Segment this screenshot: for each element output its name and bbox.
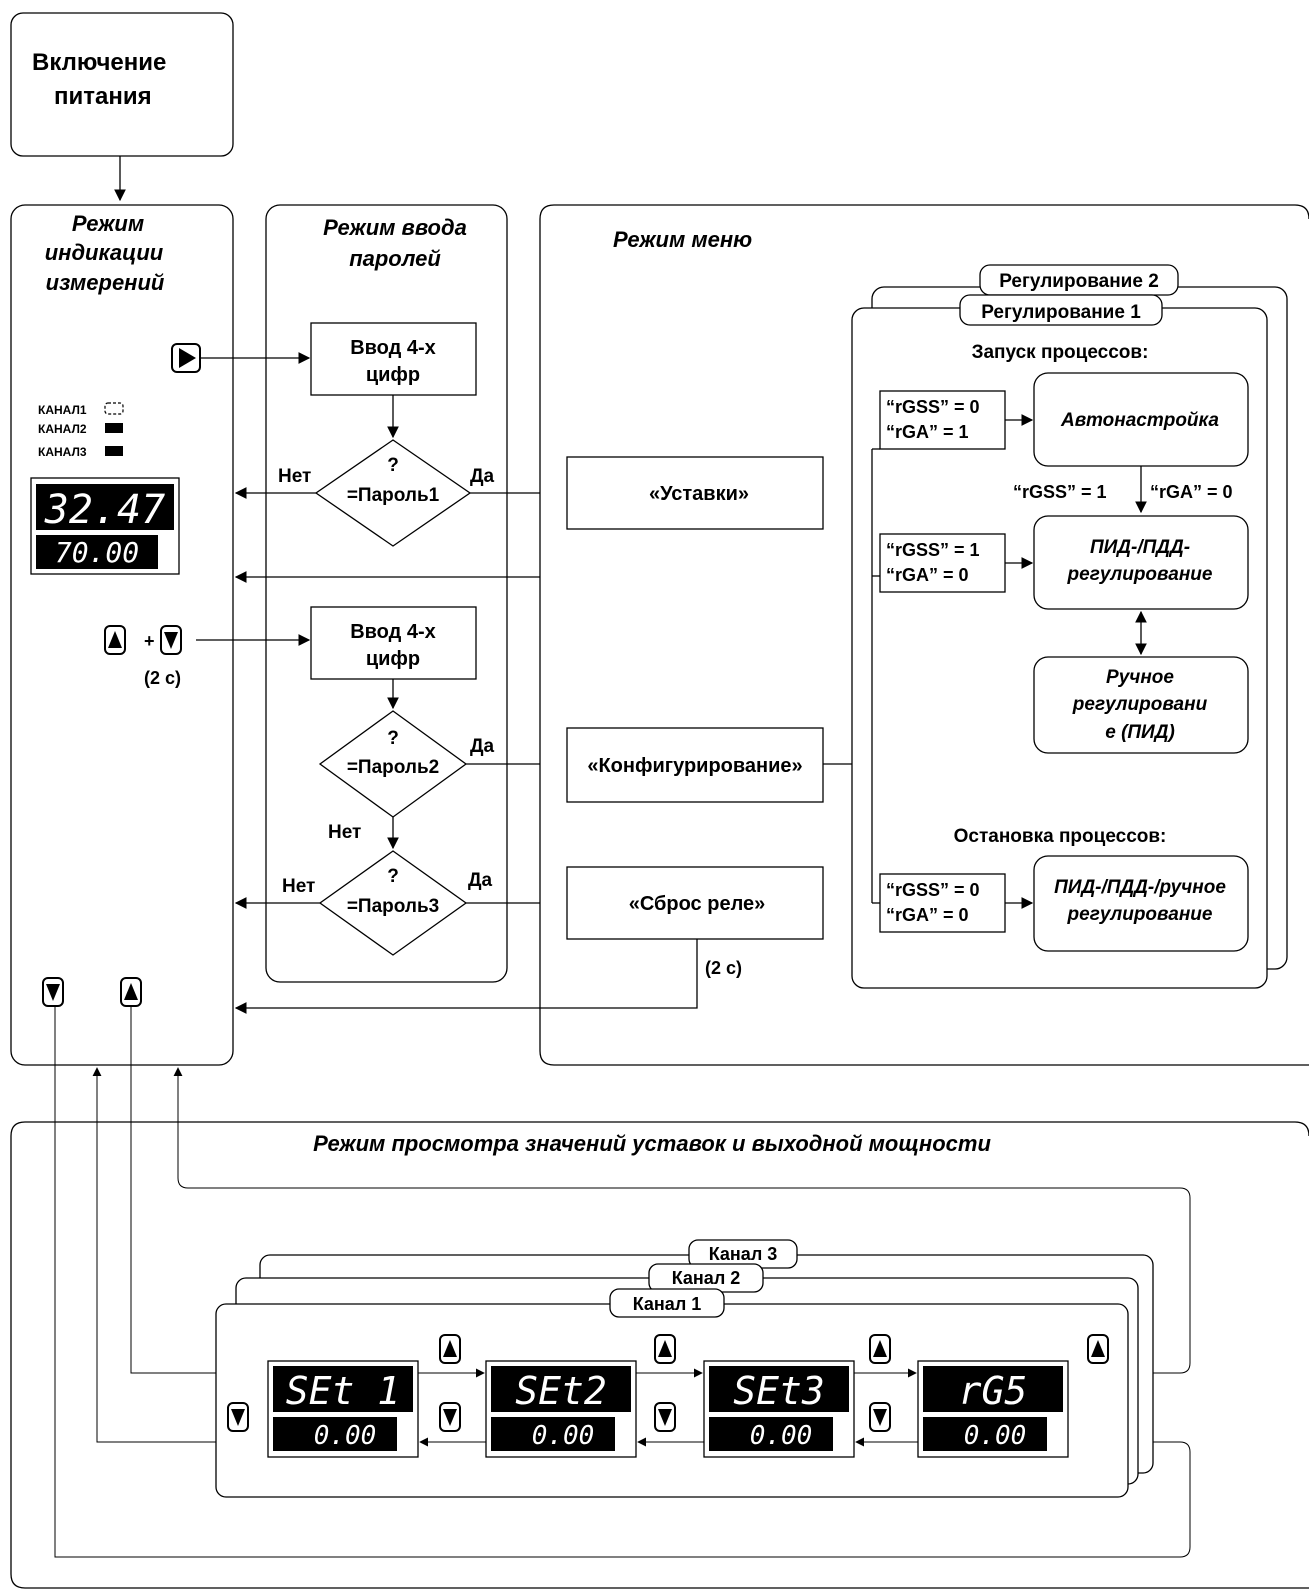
set1-up-button[interactable] [439,1334,461,1364]
rgs-up-button[interactable] [1087,1334,1109,1364]
config-box[interactable] [566,727,824,803]
set2-up-button[interactable] [654,1334,676,1364]
cond1a: “rGSS” = 0 [886,397,980,417]
menu-title: Режим меню [613,227,752,252]
regulation-tab-2-label: Регулирование 2 [999,271,1159,292]
password3-decision [318,850,468,956]
display-top-value: 32.47 [44,487,165,533]
transition-a: “rGSS” = 1 [1013,482,1107,502]
indication-up-button[interactable] [120,977,142,1007]
pw2-label: =Пароль2 [347,757,439,778]
display-set1-bottom: 0.00 [314,1421,377,1451]
transition-b: “rGA” = 0 [1150,482,1233,502]
display-set3-top: SEt3 [733,1369,825,1413]
manual-box [1033,656,1249,754]
pw3-no-label: Нет [282,876,315,897]
pw3-label: =Пароль3 [347,896,439,917]
cond2a: “rGSS” = 1 [886,540,980,560]
reset-hold-label: (2 с) [705,958,742,978]
indication-down-button[interactable] [42,977,64,1007]
display-set3: SEt3 0.00 [703,1360,855,1458]
pw2-yes-label: Да [470,736,495,757]
cond1b: “rGA” = 1 [886,422,969,442]
channel-tab-2-label: Канал 2 [672,1268,741,1288]
start-processes-title: Запуск процессов: [972,342,1149,363]
stop-box [1033,855,1249,952]
indicator-ch2-label: КАНАЛ2 [38,422,87,436]
config-label: «Конфигурирование» [587,755,802,777]
password1-decision [314,439,472,547]
right-arrow-button[interactable] [171,343,201,373]
led-ch2-icon [105,423,123,433]
reset-label: «Сброс реле» [629,893,766,915]
display-rgs: rG5 0.00 [917,1360,1069,1458]
pw1-yes-label: Да [470,466,495,487]
cond2b: “rGA” = 0 [886,565,969,585]
display-set2-top: SEt2 [515,1369,607,1413]
display-bottom-value: 70.00 [55,536,139,569]
cond3b: “rGA” = 0 [886,905,969,925]
pw1-no-label: Нет [278,466,311,487]
display-set3-bottom: 0.00 [750,1421,813,1451]
hold-2s-label: (2 с) [144,668,181,688]
set1-down-button[interactable] [227,1402,249,1432]
pw3-yes-label: Да [468,870,493,891]
regulation-tab-1-label: Регулирование 1 [981,302,1141,323]
hold-up-button[interactable] [104,625,126,655]
display-set1-top: SEt 1 [286,1369,400,1413]
indicator-ch1-label: КАНАЛ1 [38,403,87,417]
set2-down-button[interactable] [439,1402,461,1432]
hold-plus-label: + [144,631,155,651]
pw1-label: =Пароль1 [347,485,440,506]
channel-tab-1-label: Канал 1 [633,1294,702,1314]
view-title: Режим просмотра значений уставок и выход… [313,1131,991,1156]
display-set2: SEt2 0.00 [485,1360,637,1458]
regulation-tab-1[interactable] [959,294,1163,326]
display-rgs-top: rG5 [959,1369,1028,1413]
condition-box-1 [879,390,1006,450]
pw2-q: ? [387,728,399,749]
enter-digits-box-1 [310,322,477,396]
main-display: 32.47 70.00 [30,477,180,575]
pid-box [1033,515,1249,610]
power-on-box [10,12,234,157]
setpoints-box[interactable] [566,456,824,530]
pw3-q: ? [387,866,399,887]
pw1-q: ? [387,455,399,476]
display-set2-bottom: 0.00 [532,1421,595,1451]
hold-down-button[interactable] [160,625,182,655]
set3-up-button[interactable] [869,1334,891,1364]
condition-box-3 [879,873,1006,933]
reset-box[interactable] [566,866,824,940]
channel-tab-3-label: Канал 3 [709,1244,778,1264]
enter-digits-box-2 [310,606,477,680]
setpoints-label: «Уставки» [649,483,749,505]
pw2-no-label: Нет [328,822,361,843]
indicator-ch3-label: КАНАЛ3 [38,445,87,459]
set3-down-button[interactable] [654,1402,676,1432]
led-ch1-icon [104,402,124,415]
stop-processes-title: Остановка процессов: [954,826,1167,847]
cond3a: “rGSS” = 0 [886,880,980,900]
password-panel [265,204,508,983]
display-rgs-bottom: 0.00 [964,1421,1027,1451]
condition-box-2 [879,533,1006,593]
pid-label: ПИД-/ПДД-регулирование [1067,537,1213,585]
channel-tab-1[interactable] [609,1288,725,1318]
led-ch3-icon [105,446,123,456]
display-set1: SEt 1 0.00 [267,1360,419,1458]
rgs-down-button[interactable] [869,1402,891,1432]
autotune-label: Автонастройка [1060,410,1219,431]
